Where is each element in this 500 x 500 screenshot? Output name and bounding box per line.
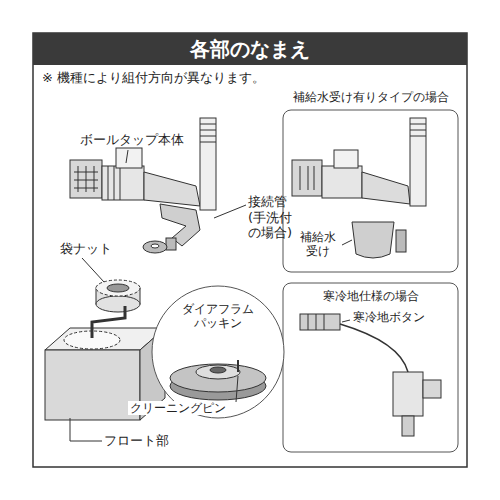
- diaphragm-small-hole: [151, 244, 159, 248]
- button-thread: [308, 314, 324, 330]
- title-band: 各部のなまえ: [33, 33, 467, 65]
- packing-boss: [196, 365, 240, 379]
- flange: [70, 160, 102, 198]
- part-label: フロート部: [104, 433, 169, 449]
- inset-panel: 補給水受け有りタイプの場合補給水 受け: [283, 88, 458, 272]
- cap-nut: [96, 280, 140, 312]
- nut-hole: [107, 284, 129, 292]
- nozzle: [396, 230, 406, 252]
- leader-line: [126, 150, 128, 163]
- ball-tap-body: [70, 118, 216, 250]
- body: [322, 166, 362, 198]
- node-text: 各部のなまえ: [190, 37, 310, 61]
- elbow: [362, 172, 410, 204]
- valve-body: [393, 372, 423, 416]
- packing-hole: [210, 367, 226, 373]
- valve-pipe: [423, 380, 441, 398]
- inset-frame: [283, 110, 458, 272]
- refill-cup: [352, 222, 394, 258]
- nut-top: [96, 280, 140, 296]
- thread: [108, 166, 120, 200]
- button-body: [300, 314, 340, 330]
- leader-line: [342, 240, 352, 245]
- cleaning-pin: [237, 360, 239, 372]
- leader-lines: [70, 150, 352, 441]
- leader-line: [214, 205, 246, 218]
- cold-region-inset: [300, 314, 441, 436]
- node-text: ダイアフラム パッキン: [182, 302, 254, 331]
- leader-line: [82, 258, 104, 282]
- inset-panel: 寒冷地仕様の場合寒冷地ボタン: [283, 283, 458, 452]
- valve-head: [334, 150, 358, 168]
- part-label: クリーニングピン: [128, 401, 228, 415]
- flange: [292, 160, 322, 196]
- leader-line: [236, 376, 238, 402]
- body: [102, 166, 144, 200]
- inset-frame: [283, 283, 458, 452]
- node-text: 補給水受け有りタイプの場合: [293, 90, 449, 104]
- leader-line: [342, 320, 350, 322]
- detail-circle: [152, 286, 284, 418]
- detail-circle-node: ダイアフラム パッキン: [152, 286, 284, 418]
- valve-stem: [402, 416, 414, 436]
- nut-bottom: [96, 296, 140, 312]
- diaphragm-small: [143, 241, 167, 253]
- riser-pipe: [410, 118, 426, 206]
- riser-pipe: [200, 118, 216, 210]
- leader-line: [70, 418, 102, 441]
- part-label: ※ 機種により組付方向が異なります。: [42, 70, 265, 86]
- node-text: 補給水 受け: [300, 230, 336, 259]
- valve-head: [116, 148, 142, 168]
- pipe-ridges: [410, 124, 426, 136]
- node-text: 寒冷地仕様の場合: [323, 289, 419, 303]
- wire: [340, 324, 408, 372]
- outer-frame: [33, 33, 467, 467]
- flange-grid: [300, 166, 314, 190]
- part-label: 接続管 (手洗付 の場合): [248, 194, 292, 241]
- float-rod: [92, 306, 125, 338]
- node-text: 寒冷地ボタン: [353, 310, 425, 324]
- part-label: 袋ナット: [60, 241, 112, 257]
- elbow: [144, 172, 200, 206]
- ball-tap-inset: [292, 118, 426, 258]
- float-front: [45, 350, 140, 420]
- flange-grid: [74, 166, 98, 192]
- packing-face: [170, 364, 266, 392]
- pipe-ridges: [200, 124, 216, 142]
- diaphragm-packing: [170, 360, 266, 400]
- nozzle: [166, 238, 176, 250]
- part-label: ボールタップ本体: [80, 132, 184, 148]
